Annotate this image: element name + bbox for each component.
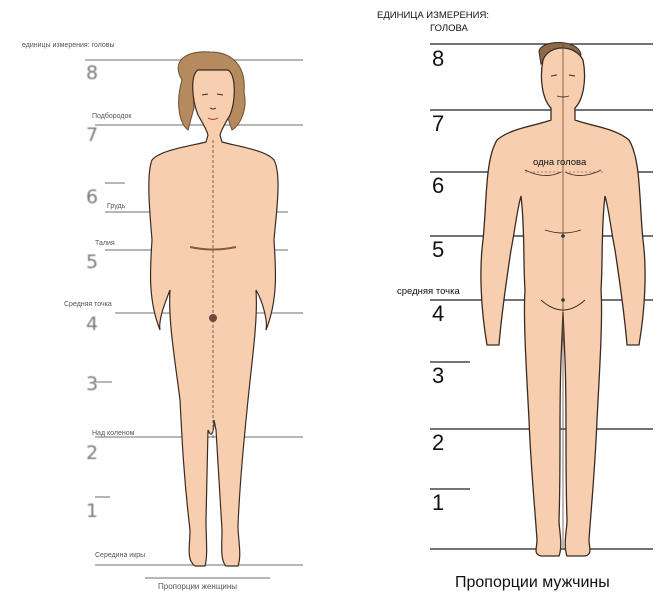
female-number-5: 5 — [86, 251, 98, 273]
male-figure-drawing — [325, 0, 671, 600]
female-number-7: 7 — [86, 124, 98, 146]
male-unit-label-line2: ГОЛОВА — [430, 23, 468, 34]
female-unit-label: единицы измерения: головы — [22, 42, 115, 49]
female-number-8: 8 — [86, 62, 98, 84]
female-number-6: 6 — [86, 186, 98, 208]
male-number-2: 2 — [432, 430, 444, 456]
female-number-4: 4 — [86, 313, 98, 335]
male-number-8: 8 — [432, 46, 444, 72]
male-proportions-panel: ЕДИНИЦА ИЗМЕРЕНИЯ: ГОЛОВА 8 7 6 5 4 3 2 … — [325, 0, 671, 600]
male-number-1: 1 — [432, 490, 444, 516]
female-number-3: 3 — [86, 373, 98, 395]
male-caption: Пропорции мужчины — [455, 574, 610, 592]
male-one-head-label: одна голова — [533, 157, 586, 168]
male-number-6: 6 — [432, 173, 444, 199]
female-proportions-panel: единицы измерения: головы 8 Подбородок 7… — [0, 0, 325, 600]
male-number-5: 5 — [432, 237, 444, 263]
female-number-2: 2 — [86, 442, 98, 464]
female-label-above-knee: Над коленом — [92, 430, 134, 437]
male-number-4: 4 — [432, 301, 444, 327]
female-figure-drawing — [0, 0, 325, 600]
male-number-7: 7 — [432, 111, 444, 137]
female-label-mid-calf: Середина икры — [95, 552, 145, 559]
female-label-waist: Талия — [95, 240, 115, 247]
male-number-3: 3 — [432, 363, 444, 389]
female-label-chest: Грудь — [107, 203, 125, 210]
male-unit-label-line1: ЕДИНИЦА ИЗМЕРЕНИЯ: — [377, 10, 489, 21]
female-number-1: 1 — [86, 500, 98, 522]
female-label-chin: Подбородок — [92, 113, 131, 120]
female-caption: Пропорции женщины — [158, 582, 237, 591]
male-midpoint-label: средняя точка — [397, 286, 460, 297]
female-label-midpoint: Средняя точка — [64, 301, 112, 308]
